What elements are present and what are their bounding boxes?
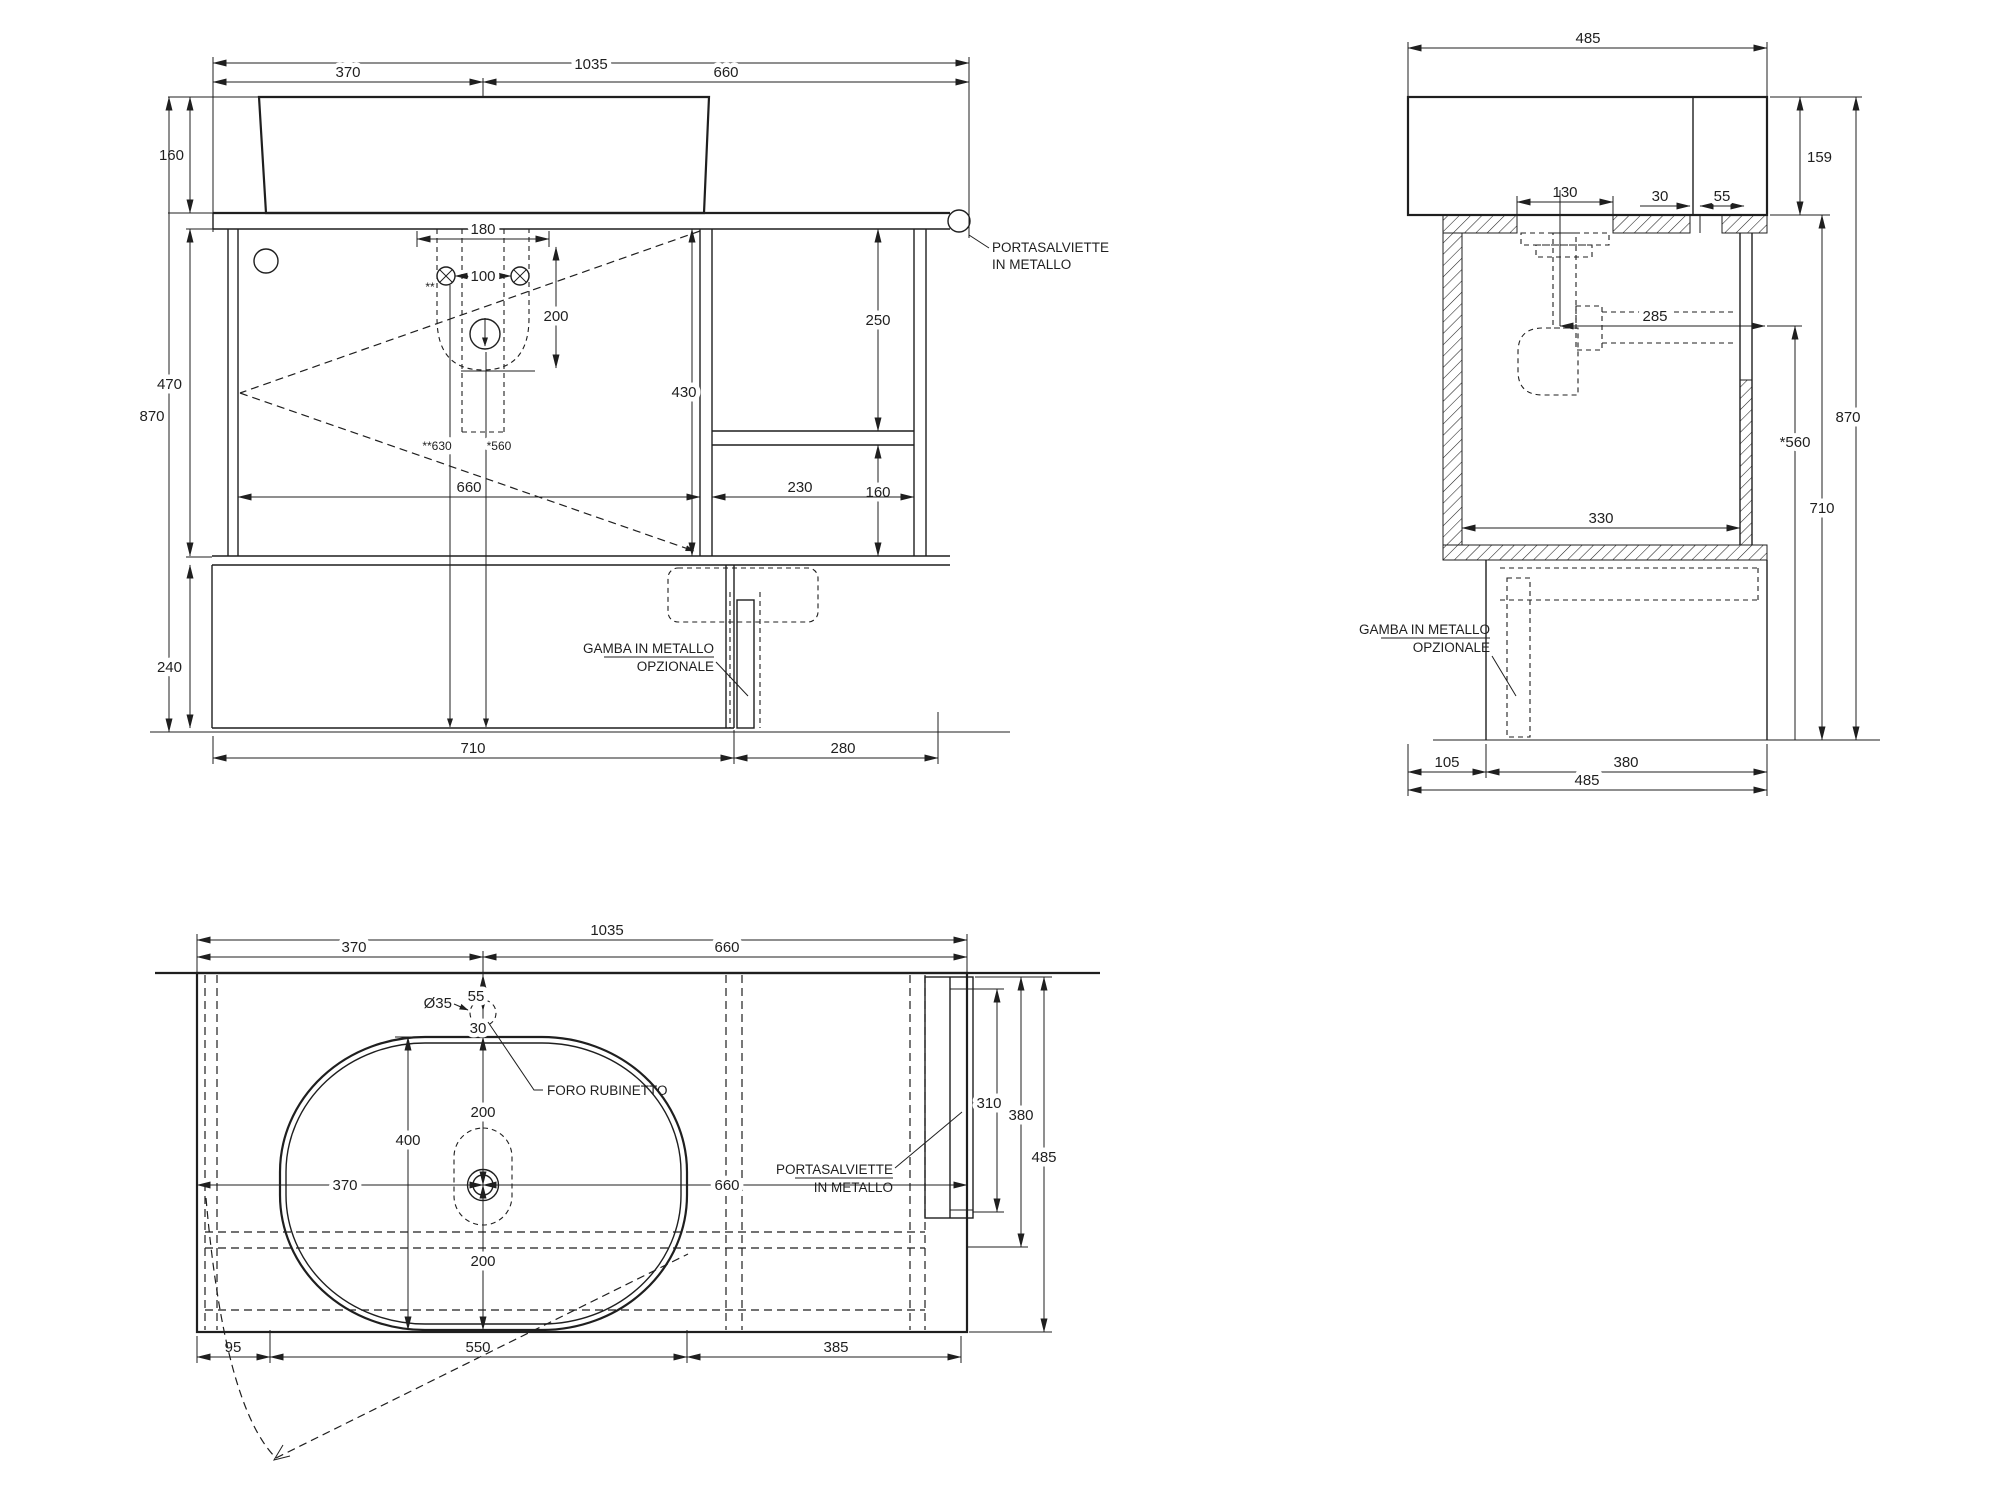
dim-front-overall-width: 1035 xyxy=(574,56,607,73)
tap-hole-leader: FORO RUBINETTO xyxy=(487,1021,668,1098)
note-drain-height-side: *560 xyxy=(1780,434,1811,451)
tap-hole-plan xyxy=(469,999,497,1027)
leg-label-front-2: OPZIONALE xyxy=(637,659,714,674)
optional-leg-side xyxy=(1506,577,1531,738)
hidden-bowl-outline xyxy=(436,229,530,371)
optional-leg-front xyxy=(667,567,819,729)
plan-view: 370 660 400 200 200 55 30 Ø35 FORO RUBIN… xyxy=(155,918,1100,1461)
tap-hole-left-icon xyxy=(436,266,456,286)
dim-front-inner-width: 660 xyxy=(456,479,481,496)
dim-side-inner-depth: 330 xyxy=(1588,510,1613,527)
counter-outline-plan xyxy=(195,971,969,1334)
dim-plan-half-basin-a: 200 xyxy=(470,1104,495,1121)
tap-hole-right-icon xyxy=(510,266,530,286)
dim-side-base-depth: 380 xyxy=(1613,754,1638,771)
dim-front-basin-height: 160 xyxy=(159,147,184,164)
label-tap-diameter: Ø35 xyxy=(424,995,452,1012)
towel-label-plan-1: PORTASALVIETTE xyxy=(776,1162,893,1177)
dim-side-base-inset: 105 xyxy=(1434,754,1459,771)
towel-bar-end-front xyxy=(947,209,971,233)
towel-label-front-1: PORTASALVIETTE xyxy=(992,240,1109,255)
basin-side-outline xyxy=(1406,95,1769,217)
dim-plan-basin-depth: 400 xyxy=(395,1132,420,1149)
dim-front-total-height: 870 xyxy=(139,408,164,425)
dim-front-left-to-center: 370 xyxy=(335,64,360,81)
faucet-assembly-front xyxy=(436,229,535,728)
dim-side-floor-to-top: 710 xyxy=(1809,500,1834,517)
dim-plan-right-gap: 385 xyxy=(823,1339,848,1356)
dim-front-shelf-top: 250 xyxy=(865,312,890,329)
dim-plan-towel-length: 310 xyxy=(976,1095,1001,1112)
dim-side-pipe: 285 xyxy=(1642,308,1667,325)
dim-front-cutout: 180 xyxy=(470,221,495,238)
cabinet-walls-front xyxy=(227,229,927,556)
dim-plan-center-to-right: 660 xyxy=(714,939,739,956)
side-view: 485 130 30 55 159 xyxy=(1359,26,1880,796)
dim-side-total-height: 870 xyxy=(1835,409,1860,426)
dim-plan-tap-offset: 55 xyxy=(468,988,485,1005)
dim-front-base-height: 240 xyxy=(157,659,182,676)
towel-holder-plan xyxy=(924,976,974,1219)
towel-label-front-2: IN METALLO xyxy=(992,257,1071,272)
dim-front-shelf-width: 230 xyxy=(787,479,812,496)
dim-side-depth-b: 485 xyxy=(1574,772,1599,789)
dim-side-flange: 130 xyxy=(1552,184,1577,201)
dim-front-tap-spacing: 100 xyxy=(470,268,495,285)
counter-board-side xyxy=(1442,214,1768,234)
leg-label-front-1: GAMBA IN METALLO xyxy=(583,641,714,656)
dim-plan-center-right: 660 xyxy=(714,1177,739,1194)
dim-front-right-opening: 430 xyxy=(671,384,696,401)
hidden-cabinet-plan xyxy=(204,975,926,1330)
base-front xyxy=(211,565,735,729)
dim-front-tap-to-bowl: 200 xyxy=(543,308,568,325)
leg-label-side-1: GAMBA IN METALLO xyxy=(1359,622,1490,637)
leg-label-side: GAMBA IN METALLO OPZIONALE xyxy=(1359,622,1517,697)
dim-plan-tap-to-basin: 30 xyxy=(470,1020,487,1037)
towel-label-plan-2: IN METALLO xyxy=(814,1180,893,1195)
front-view: 1035 370 660 xyxy=(135,52,1109,764)
dim-plan-towel-extent: 380 xyxy=(1008,1107,1033,1124)
note-drain-height-front: *560 xyxy=(487,439,512,453)
dim-front-overhang: 280 xyxy=(830,740,855,757)
dim-plan-depth: 485 xyxy=(1031,1149,1056,1166)
leg-label-side-2: OPZIONALE xyxy=(1413,640,1490,655)
towel-label-front: PORTASALVIETTE IN METALLO xyxy=(968,234,1109,272)
leg-label-front: GAMBA IN METALLO OPZIONALE xyxy=(583,641,749,697)
base-side xyxy=(1485,560,1768,740)
door-swing-plan xyxy=(205,1197,689,1461)
door-swing-lower xyxy=(239,392,695,552)
dim-front-shelf-bottom: 160 xyxy=(865,484,890,501)
cabinet-walls-side xyxy=(1442,232,1768,561)
dim-side-back-gap: 30 xyxy=(1652,188,1669,205)
towel-label-plan: PORTASALVIETTE IN METALLO xyxy=(776,1111,963,1195)
dim-plan-left-to-center: 370 xyxy=(341,939,366,956)
basin-tank-outline xyxy=(257,95,711,215)
dim-front-center-to-right: 660 xyxy=(713,64,738,81)
dim-plan-center-left: 370 xyxy=(332,1177,357,1194)
dim-side-apron-height: 159 xyxy=(1807,149,1832,166)
drain-plan xyxy=(453,1127,513,1226)
dim-front-cabinet-height: 470 xyxy=(157,376,182,393)
note-supply-height: **630 xyxy=(422,439,452,453)
dim-plan-overall-width: 1035 xyxy=(590,922,623,939)
dim-side-depth: 485 xyxy=(1575,30,1600,47)
tap-note-asterisks: ** xyxy=(425,280,435,294)
dim-plan-half-basin-b: 200 xyxy=(470,1253,495,1270)
label-tap-hole: FORO RUBINETTO xyxy=(547,1083,668,1098)
door-swing-upper xyxy=(239,230,701,394)
soap-hole-front xyxy=(253,248,279,274)
dim-front-base-width: 710 xyxy=(460,740,485,757)
dim-side-ledge: 55 xyxy=(1714,188,1731,205)
